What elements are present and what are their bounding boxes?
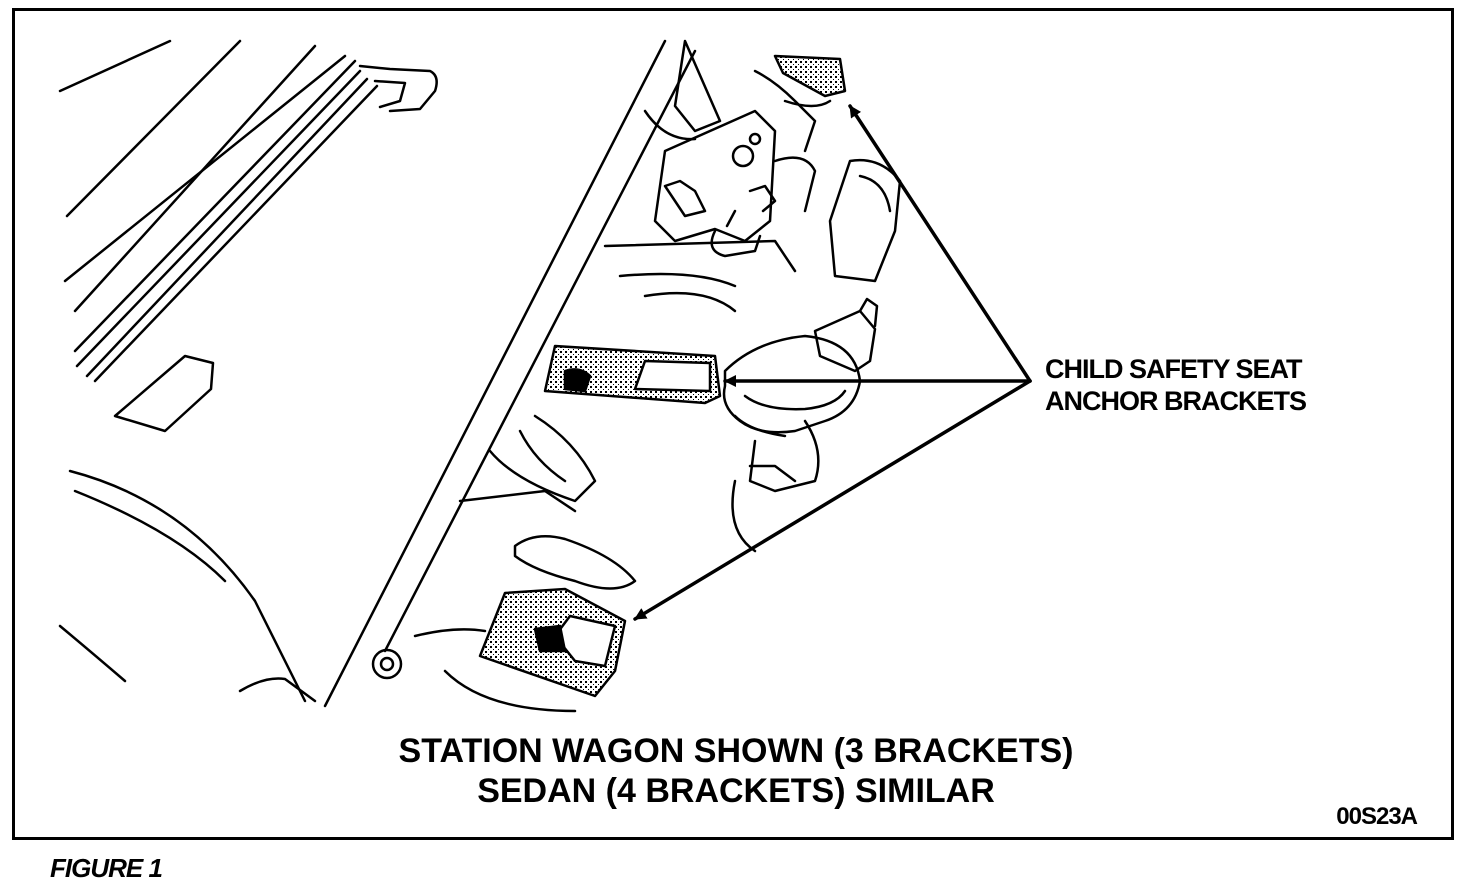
callout-arrows bbox=[633, 104, 1032, 621]
anchor-bracket-2 bbox=[543, 344, 722, 405]
seat-belt-buckle bbox=[722, 297, 879, 553]
caption-line-2: SEDAN (4 BRACKETS) SIMILAR bbox=[477, 772, 995, 810]
vehicle-cargo-area-illustration bbox=[58, 39, 1032, 713]
left-side-panel bbox=[58, 39, 438, 703]
caption-line-1: STATION WAGON SHOWN (3 BRACKETS) bbox=[398, 732, 1074, 770]
seat-latch-mechanism bbox=[643, 39, 902, 283]
anchor-bracket-3 bbox=[478, 587, 627, 698]
drawing-code: 00S23A bbox=[1336, 803, 1418, 830]
figure-label: FIGURE 1 bbox=[50, 853, 163, 883]
anchor-bracket-1 bbox=[773, 54, 847, 98]
figure-caption: STATION WAGON SHOWN (3 BRACKETS) SEDAN (… bbox=[15, 731, 1451, 811]
anchor-brackets-callout: CHILD SAFETY SEAT ANCHOR BRACKETS bbox=[1045, 353, 1307, 417]
callout-line-1: CHILD SAFETY SEAT bbox=[1045, 354, 1303, 384]
cargo-floor bbox=[323, 39, 797, 713]
callout-line-2: ANCHOR BRACKETS bbox=[1045, 386, 1307, 416]
figure-frame: CHILD SAFETY SEAT ANCHOR BRACKETS STATIO… bbox=[12, 8, 1454, 840]
